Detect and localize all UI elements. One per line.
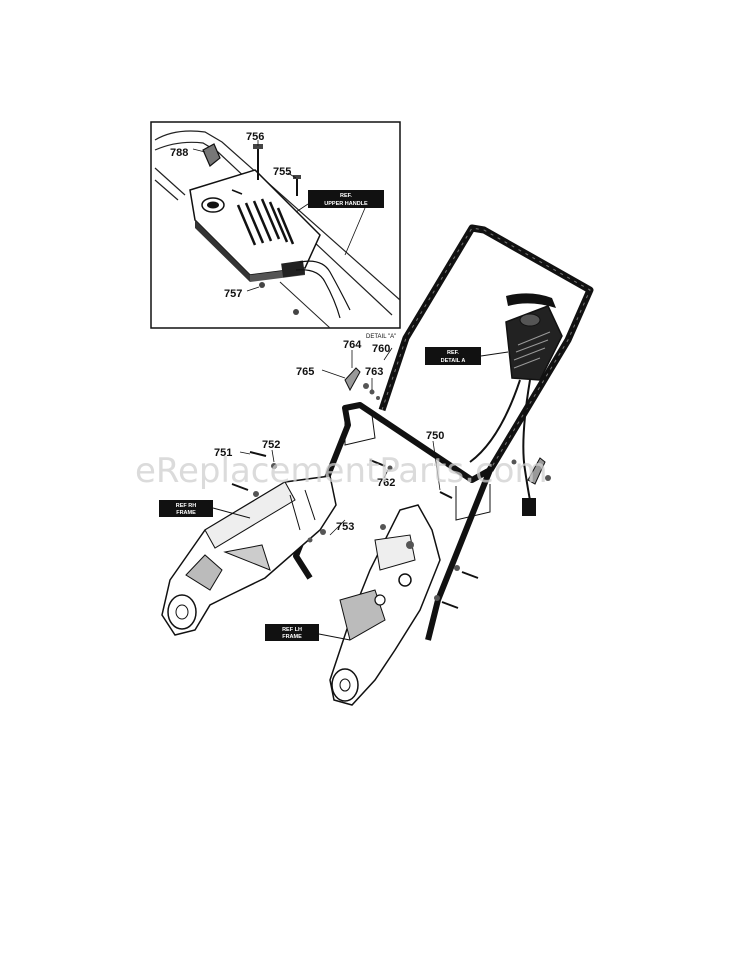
watermark: eReplacementParts.com <box>135 451 548 491</box>
part-number-764: 764 <box>343 339 362 351</box>
part-number-752: 752 <box>262 439 280 451</box>
callout-ref-lh-frame: REF LH FRAME <box>265 624 351 641</box>
switch-box <box>469 293 563 516</box>
upper-handle <box>378 224 594 472</box>
part-number-755: 755 <box>273 166 291 178</box>
callout-ref-rh-frame-line2: FRAME <box>176 510 196 516</box>
detail-a-caption: DETAIL "A" <box>366 334 396 340</box>
handle-bolts-right <box>434 491 479 609</box>
callout-ref-upper-handle: REF. UPPER HANDLE <box>308 190 384 256</box>
part-number-765: 765 <box>296 366 314 378</box>
detail-a-inset: 788 756 755 757 REF. UPPER HANDLE <box>150 121 401 329</box>
bolt-756-icon <box>253 144 263 180</box>
lh-frame-nut-icon <box>380 524 386 530</box>
callout-ref-detail-a-line1: REF. <box>447 350 459 356</box>
handle-knob-right <box>511 457 551 485</box>
handle-knob-left <box>344 367 380 400</box>
part-number-762: 762 <box>377 477 395 489</box>
callout-ref-lh-frame-line1: REF LH <box>282 627 302 633</box>
part-number-760: 760 <box>372 343 390 355</box>
callout-ref-lh-frame-line2: FRAME <box>282 634 302 640</box>
bolt-762-icon <box>369 459 393 471</box>
part-number-756: 756 <box>246 131 264 143</box>
nut-icon <box>293 309 299 315</box>
leader-lines <box>239 347 441 536</box>
rh-frame <box>161 475 337 636</box>
part-number-763: 763 <box>365 366 383 378</box>
nut-757-icon <box>259 282 265 288</box>
callout-ref-detail-a-line2: DETAIL A <box>441 358 466 364</box>
part-number-753: 753 <box>336 521 354 533</box>
switch-box-detail <box>189 143 351 319</box>
callout-ref-upper-handle-line2: UPPER HANDLE <box>324 201 368 207</box>
part-number-751: 751 <box>214 447 232 459</box>
rh-frame-bolts <box>231 451 326 543</box>
lh-frame <box>329 504 441 706</box>
part-number-788: 788 <box>170 147 188 159</box>
callout-ref-rh-frame-line1: REF RH <box>176 503 197 509</box>
part-number-757: 757 <box>224 288 242 300</box>
callout-ref-upper-handle-line1: REF. <box>340 193 352 199</box>
callout-ref-detail-a: REF. DETAIL A <box>425 347 509 365</box>
part-number-750: 750 <box>426 430 444 442</box>
bolt-755-icon <box>293 175 301 196</box>
callout-ref-rh-frame: REF RH FRAME <box>159 500 251 519</box>
